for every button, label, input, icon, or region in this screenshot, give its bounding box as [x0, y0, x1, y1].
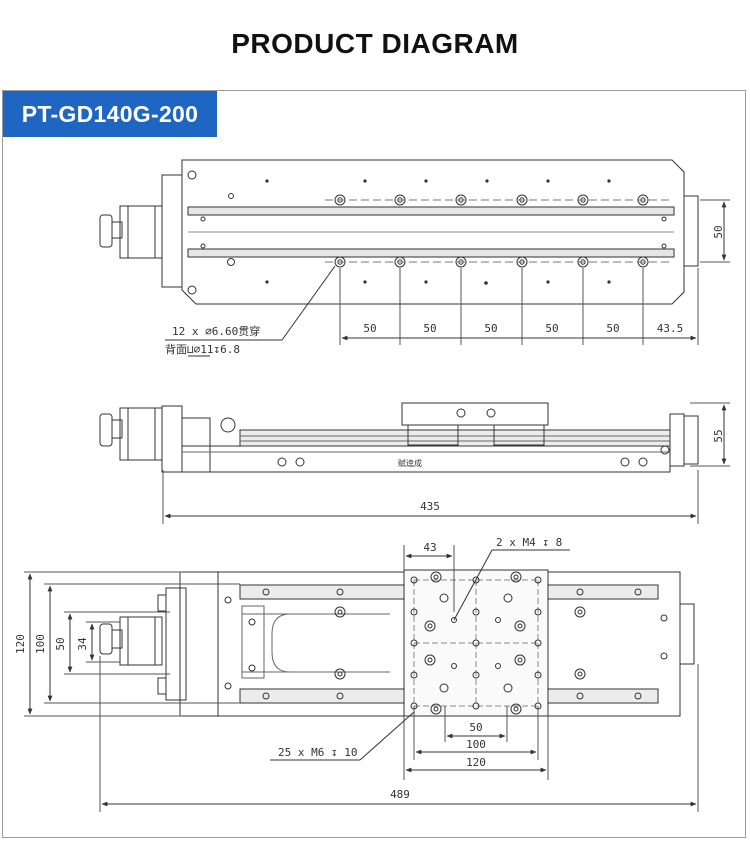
bottom-dim-100-vertical: 100: [34, 634, 47, 654]
page-title: PRODUCT DIAGRAM: [231, 28, 519, 59]
top-pitch-4: 50: [545, 322, 558, 335]
top-pitch-5: 50: [606, 322, 619, 335]
side-dim-length: 435: [420, 500, 440, 513]
top-pitch-2: 50: [423, 322, 436, 335]
model-badge: PT-GD140G-200: [3, 91, 217, 137]
tap-note: 2 x M4 ↧ 8: [496, 536, 562, 549]
top-pitch-3: 50: [484, 322, 497, 335]
bottom-dim-120-vertical: 120: [14, 634, 27, 654]
top-dim-height: 50: [712, 225, 725, 238]
top-pitch-1: 50: [363, 322, 376, 335]
hole-note-line-1: 12 x ⌀6.60贯穿: [172, 324, 260, 338]
bottom-dim-100: 100: [466, 738, 486, 751]
bottom-dim-34-vertical: 34: [76, 637, 89, 651]
hole-note-line-2: 背面⊔⌀11↧6.8: [165, 342, 240, 356]
bottom-dim-50-vertical: 50: [54, 637, 67, 650]
carriage-holes: [410, 571, 542, 715]
bottom-dim-43: 43: [423, 541, 436, 554]
bottom-dim-total: 489: [390, 788, 410, 801]
bottom-dim-120: 120: [466, 756, 486, 769]
side-dim-height: 55: [712, 429, 725, 442]
bottom-dim-50: 50: [469, 721, 482, 734]
mount-note: 25 x M6 ↧ 10: [278, 746, 357, 759]
side-plate-label: 赋逵成: [398, 458, 422, 468]
bottom-view: [24, 545, 699, 812]
drawing-frame: [2, 90, 746, 838]
top-view: [99, 159, 730, 357]
top-pitch-6: 43.5: [657, 322, 684, 335]
side-view: [99, 402, 730, 524]
